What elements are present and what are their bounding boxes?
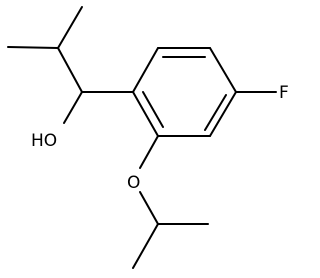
bond-methine-methyl-down <box>132 223 159 269</box>
ring-double-bond-left <box>142 91 164 128</box>
hydroxyl-label: HO <box>31 131 57 151</box>
bond-oxygen-methine <box>139 191 159 225</box>
ring-bond-1 <box>132 47 159 93</box>
fluoro-substituent: F <box>235 83 289 103</box>
isopropyl-top-group <box>7 6 83 93</box>
isopropoxy-substituent: O <box>127 135 209 269</box>
ring-bond-3 <box>209 47 237 93</box>
fluorine-label: F <box>279 83 289 103</box>
ring-bond-6 <box>132 91 159 137</box>
molecule-structure: HO F O <box>7 6 289 269</box>
carbinol-group: HO <box>31 91 134 151</box>
bond-methine-carbinol <box>57 47 83 93</box>
bond-methyl-top <box>57 6 83 49</box>
ether-oxygen-label: O <box>127 173 140 193</box>
bond-carbinol-oh <box>63 91 83 124</box>
benzene-ring <box>132 47 237 137</box>
bond-methyl-left <box>7 46 59 49</box>
bond-ring-ether-oxygen <box>139 135 159 169</box>
ring-bond-4 <box>209 91 237 137</box>
ring-double-bond-right <box>204 94 227 131</box>
